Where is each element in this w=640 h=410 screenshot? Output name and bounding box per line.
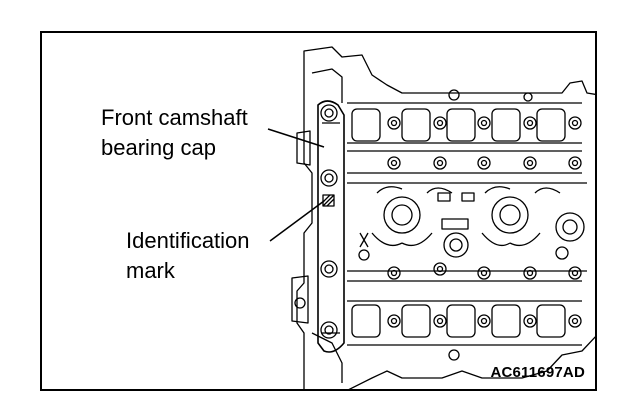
cylinder-head-drawing [267,46,595,389]
exhaust-camshaft-journals [347,262,582,361]
id-mark-leader-line [269,200,325,242]
identification-mark-symbol [322,194,335,207]
front-cap-leader-line [267,128,325,148]
front-cap-line2: bearing cap [101,135,216,160]
cap-bolts [320,104,338,339]
id-mark-line1: Identification [126,228,250,253]
figure-code: AC611697AD [490,364,585,381]
front-camshaft-bearing-cap-label: Front camshaft bearing cap [101,103,248,163]
id-mark-line2: mark [126,258,175,283]
cylinder-head-center [347,182,587,272]
front-camshaft-bearing-cap [317,100,345,353]
cylinder-head-outline [296,46,595,389]
figure-frame: Front camshaft bearing cap Identificatio… [40,31,597,391]
front-cap-line1: Front camshaft [101,105,248,130]
identification-mark-label: Identification mark [126,226,250,286]
intake-camshaft-journals [347,89,582,174]
